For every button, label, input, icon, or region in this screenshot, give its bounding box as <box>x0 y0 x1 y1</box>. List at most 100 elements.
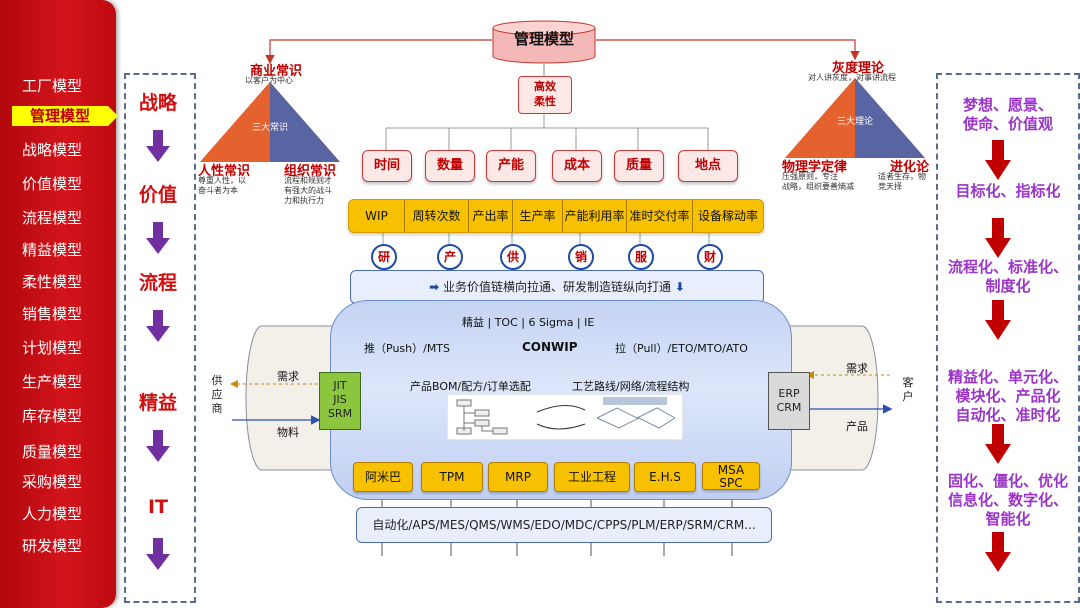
organization-common-sense-sub: 流程和规则才 有强大的战斗 力和执行力 <box>284 176 332 205</box>
gray-theory: 灰度理论 <box>832 61 885 76</box>
right-flow-step: 流程化、标准化、 制度化 <box>947 258 1068 295</box>
sidebar-item[interactable]: 流程模型 <box>21 209 82 227</box>
right-product-label: 产品 <box>846 420 868 433</box>
bom-label: 产品BOM/配方/订单选配 <box>410 380 531 393</box>
down-arrow-icon <box>146 310 170 342</box>
bom-route-figure <box>447 394 683 440</box>
route-label: 工艺路线/网络/流程结构 <box>572 380 690 393</box>
value-chain-node: 销 <box>568 244 594 270</box>
value-chain-node: 财 <box>697 244 723 270</box>
pull-label: 拉（Pull）/ETO/MTO/ATO <box>615 342 748 355</box>
methods-text: 精益 | TOC | 6 Sigma | IE <box>462 316 595 329</box>
value-chain-bar: ➡ 业务价值链横向拉通、研发制造链纵向打通 ⬇ <box>350 270 764 304</box>
supplier-label: 供 应 商 <box>211 374 223 415</box>
kpi-label: 周转次数 <box>405 200 469 232</box>
management-model-drum <box>492 20 596 64</box>
sidebar-item[interactable]: 计划模型 <box>21 339 82 357</box>
sidebar-item[interactable]: 库存模型 <box>21 407 82 425</box>
kpi-label: 生产率 <box>513 200 563 232</box>
down-arrow-icon <box>146 130 170 162</box>
conwip-label: CONWIP <box>522 340 578 354</box>
tool-box: MRP <box>488 462 548 492</box>
core-efficient-flexible: 高效 柔性 <box>518 76 572 114</box>
management-model-title: 管理模型 <box>513 30 574 48</box>
left-flow-step: 精益 <box>138 392 177 414</box>
kpi-label: 产能利用率 <box>563 200 627 232</box>
three-theory-label: 三大理论 <box>837 117 874 127</box>
kpi-label: 准时交付率 <box>627 200 693 232</box>
human-common-sense-sub: 尊重人性，以 奋斗者为本 <box>198 176 246 195</box>
push-label: 推（Push）/MTS <box>364 342 451 355</box>
sidebar-item[interactable]: 战略模型 <box>21 141 82 159</box>
kpi-label: WIP <box>349 200 405 232</box>
factor-chip: 地点 <box>678 150 738 182</box>
jit-jis-srm-box: JIT JIS SRM <box>319 372 361 430</box>
left-material-label: 物料 <box>277 426 299 439</box>
customer-label: 客 户 <box>902 376 914 403</box>
model-sidebar <box>0 0 116 608</box>
value-chain-bar-text: 业务价值链横向拉通、研发制造链纵向打通 <box>442 280 671 294</box>
business-common-sense: 商业常识 <box>250 64 303 79</box>
three-common-sense-label: 三大常识 <box>252 123 289 133</box>
left-flow-step: 价值 <box>138 184 177 206</box>
sidebar-item[interactable]: 价值模型 <box>21 175 82 193</box>
human-common-sense: 人性常识 <box>198 164 251 179</box>
sidebar-item[interactable]: 销售模型 <box>21 305 82 323</box>
evolution-theory-sub: 适者生存，物 竞天择 <box>878 172 926 191</box>
organization-common-sense: 组织常识 <box>284 164 337 179</box>
erp-crm-box: ERP CRM <box>768 372 810 430</box>
sidebar-item[interactable]: 生产模型 <box>21 373 82 391</box>
value-chain-node: 供 <box>500 244 526 270</box>
tool-box: 工业工程 <box>554 462 630 492</box>
active-pointer <box>108 106 118 126</box>
kpi-label: 产出率 <box>469 200 513 232</box>
sidebar-item[interactable]: 精益模型 <box>21 241 82 259</box>
it-systems-bar: 自动化/APS/MES/QMS/WMS/EDO/MDC/CPPS/PLM/ERP… <box>356 507 772 543</box>
value-chain-node: 研 <box>371 244 397 270</box>
tool-box: TPM <box>421 462 483 492</box>
down-arrow-icon <box>146 538 170 570</box>
right-flow-step: 目标化、指标化 <box>955 182 1061 200</box>
evolution-theory: 进化论 <box>890 160 930 175</box>
factor-chip: 成本 <box>552 150 602 182</box>
sidebar-item[interactable]: 采购模型 <box>21 473 82 491</box>
left-flow-step: 战略 <box>138 92 177 114</box>
sidebar-item[interactable]: 人力模型 <box>21 505 82 523</box>
tool-box: E.H.S <box>634 462 696 492</box>
physics-law: 物理学定律 <box>782 160 848 175</box>
down-arrow-icon: ⬇ <box>674 280 685 294</box>
factor-chip: 产能 <box>486 150 536 182</box>
down-arrow-icon <box>985 218 1011 258</box>
sidebar-item[interactable]: 工厂模型 <box>21 77 82 95</box>
down-arrow-icon <box>146 222 170 254</box>
business-common-sense-sub: 以客户为中心 <box>245 76 293 85</box>
down-arrow-icon <box>985 140 1011 180</box>
right-arrow-icon: ➡ <box>429 280 440 294</box>
sidebar-item-active[interactable]: 管理模型 <box>12 106 108 126</box>
right-flow-box <box>936 73 1080 603</box>
sidebar-item[interactable]: 柔性模型 <box>21 273 82 291</box>
right-flow-step: 梦想、愿景、 使命、价值观 <box>962 96 1053 133</box>
sidebar-item[interactable]: 研发模型 <box>21 537 82 555</box>
gray-theory-sub: 对人讲灰度，对事讲流程 <box>808 73 896 82</box>
right-flow-step: 精益化、单元化、 模块化、产品化 自动化、准时化 <box>947 368 1068 424</box>
left-flow-box <box>124 73 196 603</box>
down-arrow-icon <box>985 300 1011 340</box>
factor-chip: 质量 <box>614 150 664 182</box>
sidebar-item[interactable]: 质量模型 <box>21 443 82 461</box>
left-flow-step: 流程 <box>138 272 177 294</box>
down-arrow-icon <box>985 424 1011 464</box>
value-chain-node: 产 <box>437 244 463 270</box>
down-arrow-icon <box>985 532 1011 572</box>
down-arrow-icon <box>146 430 170 462</box>
physics-law-sub: 压强原则，专注 战略，组织要善熵减 <box>782 172 854 191</box>
factor-chip: 时间 <box>362 150 412 182</box>
right-flow-step: 固化、僵化、优化 信息化、数字化、 智能化 <box>947 472 1068 528</box>
value-chain-node: 服 <box>628 244 654 270</box>
right-demand-label: 需求 <box>846 362 868 375</box>
factor-chip: 数量 <box>425 150 475 182</box>
kpi-label: 设备稼动率 <box>697 209 758 223</box>
tool-box: MSA SPC <box>702 462 760 490</box>
